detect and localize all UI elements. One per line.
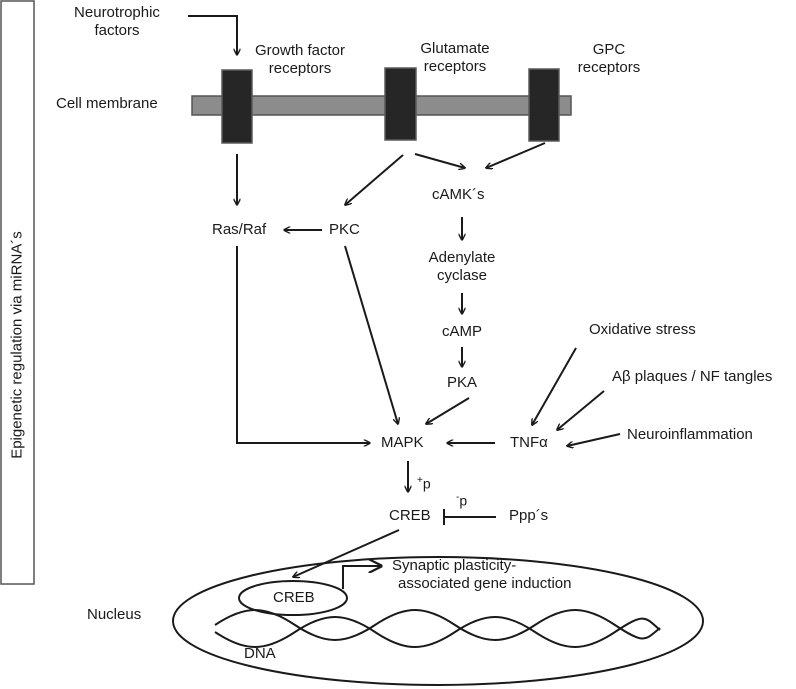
gene-induction-line-2: associated gene induction <box>398 575 572 592</box>
adenylate-line-2: cyclase <box>436 267 488 284</box>
dna-strand-2 <box>214 616 661 648</box>
mapk-label: MAPK <box>381 434 424 451</box>
plus-p-label-letter: p <box>422 475 431 492</box>
glutamate-receptors-label: Glutamate receptors <box>400 40 510 76</box>
epigenetic-label-wrap: Epigenetic regulation via miRNA´s <box>0 0 36 689</box>
cell-membrane-label: Cell membrane <box>56 95 158 112</box>
arrow-gpc-to-camk <box>486 142 546 168</box>
arrow-pkc-to-mapk <box>344 245 398 424</box>
neurotrophic-line-1: Neurotrophic <box>74 4 160 21</box>
minus-p-label-sign: - <box>456 492 460 503</box>
ras-raf-label: Ras/Raf <box>212 221 267 238</box>
arrow-abeta-to-tnfa <box>557 390 605 430</box>
arrow-rasraf-to-mapk <box>236 246 370 443</box>
gene-induction-label: Synaptic plasticity- associated gene ind… <box>392 557 571 593</box>
arrow-glutamate-to-camk <box>414 153 465 168</box>
adenylate-cyclase-label: Adenylate cyclase <box>411 249 513 285</box>
adenylate-line-1: Adenylate <box>428 249 496 266</box>
nuclear-creb-ellipse <box>238 580 348 616</box>
tnfa-label: TNFα <box>510 434 548 451</box>
abeta-label: Aβ plaques / NF tangles <box>612 368 773 385</box>
oxidative-stress-label: Oxidative stress <box>589 321 696 338</box>
glutamate-line-2: receptors <box>423 58 487 75</box>
neurotrophic-factors-label: Neurotrophic factors <box>62 4 172 40</box>
creb-label: CREB <box>389 507 431 524</box>
minus-p-label-letter: p <box>459 492 468 509</box>
camp-label: cAMP <box>442 323 483 340</box>
gpc-receptors-label: GPC receptors <box>564 41 654 77</box>
growth-factor-receptors-label: Growth factor receptors <box>240 42 360 78</box>
cell-membrane-bar <box>191 95 572 116</box>
arrow-gene-induction <box>342 566 381 589</box>
pka-label: PKA <box>447 374 478 391</box>
gene-induction-line-1: Synaptic plasticity- <box>392 557 517 574</box>
epigenetic-label: Epigenetic regulation via miRNA´s <box>8 231 26 459</box>
gpc-line-2: receptors <box>577 59 641 76</box>
dna-label: DNA <box>244 645 276 662</box>
glutamate-receptor <box>384 67 417 141</box>
arrow-creb-to-nucleus <box>293 529 400 577</box>
growth-factor-line-2: receptors <box>268 60 332 77</box>
camks-label: cAMK´s <box>432 186 485 203</box>
pkc-label: PKC <box>329 221 360 238</box>
arrow-neurotrophic-to-receptor <box>188 15 237 55</box>
ppps-label: Ppp´s <box>509 507 549 524</box>
epigenetic-box <box>0 0 35 585</box>
minus-p-label: -p <box>456 489 467 510</box>
gpc-receptor <box>528 68 560 142</box>
glutamate-line-1: Glutamate <box>420 40 490 57</box>
nuclear-creb-label: CREB <box>273 589 315 606</box>
nucleus-label: Nucleus <box>87 606 142 623</box>
growth-factor-receptor <box>221 69 253 144</box>
plus-p-label: +p <box>417 472 431 493</box>
gpc-line-1: GPC <box>592 41 626 58</box>
arrow-pka-to-mapk <box>426 397 470 424</box>
dna-strand-1 <box>214 609 661 641</box>
arrow-oxidative-to-tnfa <box>532 347 577 425</box>
arrow-neuroinflammation-to-tnfa <box>567 433 621 446</box>
growth-factor-line-1: Growth factor <box>254 42 346 59</box>
plus-p-label-sign: + <box>417 475 423 486</box>
nucleus-ellipse <box>172 556 704 686</box>
arrow-glutamate-to-pkc <box>345 154 404 205</box>
neurotrophic-line-2: factors <box>94 22 140 39</box>
neuroinflammation-label: Neuroinflammation <box>627 426 753 443</box>
